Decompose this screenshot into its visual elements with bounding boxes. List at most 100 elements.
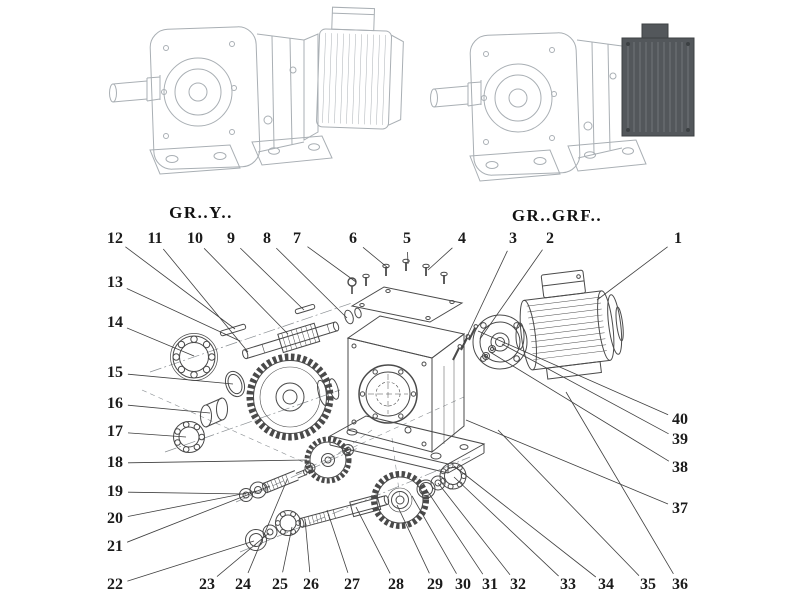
mounting-base xyxy=(328,415,486,474)
leader-line-32 xyxy=(437,482,511,576)
callout-13: 13 xyxy=(107,274,123,291)
callout-17: 17 xyxy=(107,423,123,440)
callout-19: 19 xyxy=(107,483,123,500)
base-feet-left xyxy=(149,135,333,175)
leader-line-20 xyxy=(127,490,258,517)
leader-line-21 xyxy=(126,485,271,543)
leader-line-35 xyxy=(497,429,640,576)
callout-8: 8 xyxy=(263,230,271,247)
leader-line-3 xyxy=(461,250,508,348)
leader-line-18 xyxy=(127,459,308,464)
callout-38: 38 xyxy=(672,459,688,476)
callout-31: 31 xyxy=(482,576,498,593)
leader-line-39 xyxy=(501,343,669,435)
leader-line-40 xyxy=(477,330,669,416)
leader-line-4 xyxy=(427,247,453,271)
callout-23: 23 xyxy=(199,576,215,593)
callout-22: 22 xyxy=(107,576,123,593)
leader-line-30 xyxy=(411,495,457,574)
gearbox-housing xyxy=(346,315,466,454)
leader-line-37 xyxy=(465,419,669,505)
leader-line-38 xyxy=(489,351,670,462)
series-label-gr-y: GR..Y.. xyxy=(169,203,233,222)
motor-left-drawing xyxy=(316,6,404,130)
exploded-view-drawing xyxy=(141,258,624,553)
ball-bearing-lower-left xyxy=(173,421,206,453)
callout-10: 10 xyxy=(187,230,203,247)
callout-37: 37 xyxy=(672,500,688,517)
flange-screws xyxy=(452,324,496,361)
callout-29: 29 xyxy=(427,576,443,593)
motor-exploded-drawing xyxy=(519,269,624,380)
callout-18: 18 xyxy=(107,454,123,471)
leader-line-7 xyxy=(307,246,357,283)
callout-40: 40 xyxy=(672,411,688,428)
input-flange xyxy=(472,314,528,370)
leader-line-14 xyxy=(126,327,195,357)
callout-5: 5 xyxy=(403,230,411,247)
leader-line-25 xyxy=(282,526,293,573)
gear-side-rings xyxy=(317,378,340,407)
output-shaft-left-icon xyxy=(109,75,161,103)
brake-cover-block-right xyxy=(621,23,695,137)
leader-line-1 xyxy=(596,246,668,301)
seal-ring xyxy=(224,370,246,398)
callout-33: 33 xyxy=(560,576,576,593)
spacer-bushing xyxy=(200,397,228,428)
leader-line-2 xyxy=(479,249,543,340)
leader-line-29 xyxy=(396,504,430,574)
callout-24: 24 xyxy=(235,576,251,593)
intermediate-gear xyxy=(304,436,354,484)
gearbox-front-face-right xyxy=(469,32,581,176)
series-label-gr-grf: GR..GRF.. xyxy=(511,206,603,225)
gearbox-body-right xyxy=(576,39,623,159)
leader-line-13 xyxy=(126,288,241,342)
callout-9: 9 xyxy=(227,230,235,247)
callout-39: 39 xyxy=(672,431,688,448)
leader-line-15 xyxy=(127,373,234,385)
callout-25: 25 xyxy=(272,576,288,593)
leader-line-16 xyxy=(127,404,211,414)
leader-lines xyxy=(125,246,674,582)
large-gear xyxy=(246,353,334,441)
input-shaft-assembly xyxy=(219,303,362,360)
output-gear xyxy=(371,471,429,529)
callout-30: 30 xyxy=(455,576,471,593)
callout-14: 14 xyxy=(107,314,123,331)
gearbox-front-face-left xyxy=(149,26,261,170)
leader-line-12 xyxy=(125,246,236,330)
callout-28: 28 xyxy=(388,576,404,593)
gear-motor-unit-left-drawing xyxy=(109,6,404,175)
leader-line-19 xyxy=(127,491,247,495)
leader-line-24 xyxy=(247,479,288,574)
cover-plate-and-bolts xyxy=(347,258,464,323)
callout-4: 4 xyxy=(458,230,466,247)
callout-32: 32 xyxy=(510,576,526,593)
leader-line-5 xyxy=(407,251,409,265)
leader-line-33 xyxy=(453,476,559,577)
callout-11: 11 xyxy=(147,230,163,247)
callout-27: 27 xyxy=(344,576,360,593)
gear-motor-unit-right-drawing xyxy=(430,23,695,182)
leader-line-17 xyxy=(127,432,187,438)
leader-line-10 xyxy=(203,248,289,335)
callout-12: 12 xyxy=(107,230,123,247)
callout-36: 36 xyxy=(672,576,688,593)
output-shaft-right-icon xyxy=(430,80,482,108)
callout-35: 35 xyxy=(640,576,656,593)
leader-line-8 xyxy=(276,247,348,319)
leader-line-28 xyxy=(355,506,391,574)
callout-26: 26 xyxy=(303,576,319,593)
leader-line-22 xyxy=(127,540,255,582)
callout-21: 21 xyxy=(107,538,123,555)
leader-line-27 xyxy=(326,509,349,573)
callout-2: 2 xyxy=(546,230,554,247)
callout-6: 6 xyxy=(349,230,357,247)
leader-line-23 xyxy=(216,532,270,577)
leader-line-9 xyxy=(240,247,305,311)
callout-20: 20 xyxy=(107,510,123,527)
callout-15: 15 xyxy=(107,364,123,381)
leader-line-34 xyxy=(453,465,597,578)
